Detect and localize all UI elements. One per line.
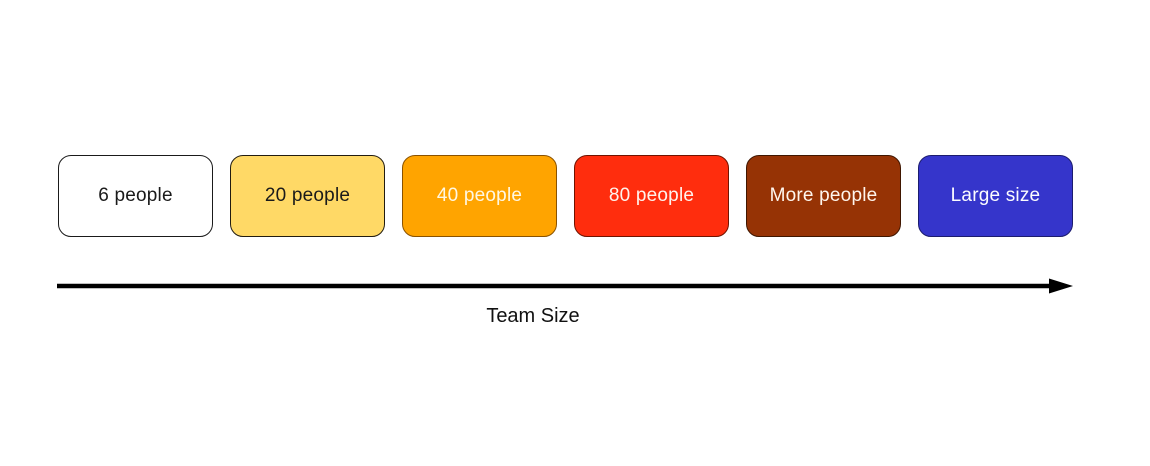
arrow-head-icon <box>1049 278 1073 294</box>
team-size-arrow <box>57 278 1073 294</box>
team-size-box-label: 80 people <box>608 185 695 206</box>
team-size-box-label: More people <box>769 185 878 206</box>
team-size-box-label: 6 people <box>98 185 173 206</box>
team-size-box-label: Large size <box>950 185 1041 206</box>
team-size-box: 6 people <box>58 155 213 237</box>
team-size-box: 40 people <box>402 155 557 237</box>
team-size-box-label: 40 people <box>436 185 523 206</box>
team-size-axis-label: Team Size <box>486 305 580 327</box>
team-size-box: 20 people <box>230 155 385 237</box>
team-size-box: 80 people <box>574 155 729 237</box>
team-size-box: Large size <box>918 155 1073 237</box>
team-size-boxes-row: 6 people 20 people 40 people 80 people More … <box>58 155 1073 237</box>
team-size-box-label: 20 people <box>264 185 351 206</box>
team-size-box: More people <box>746 155 901 237</box>
